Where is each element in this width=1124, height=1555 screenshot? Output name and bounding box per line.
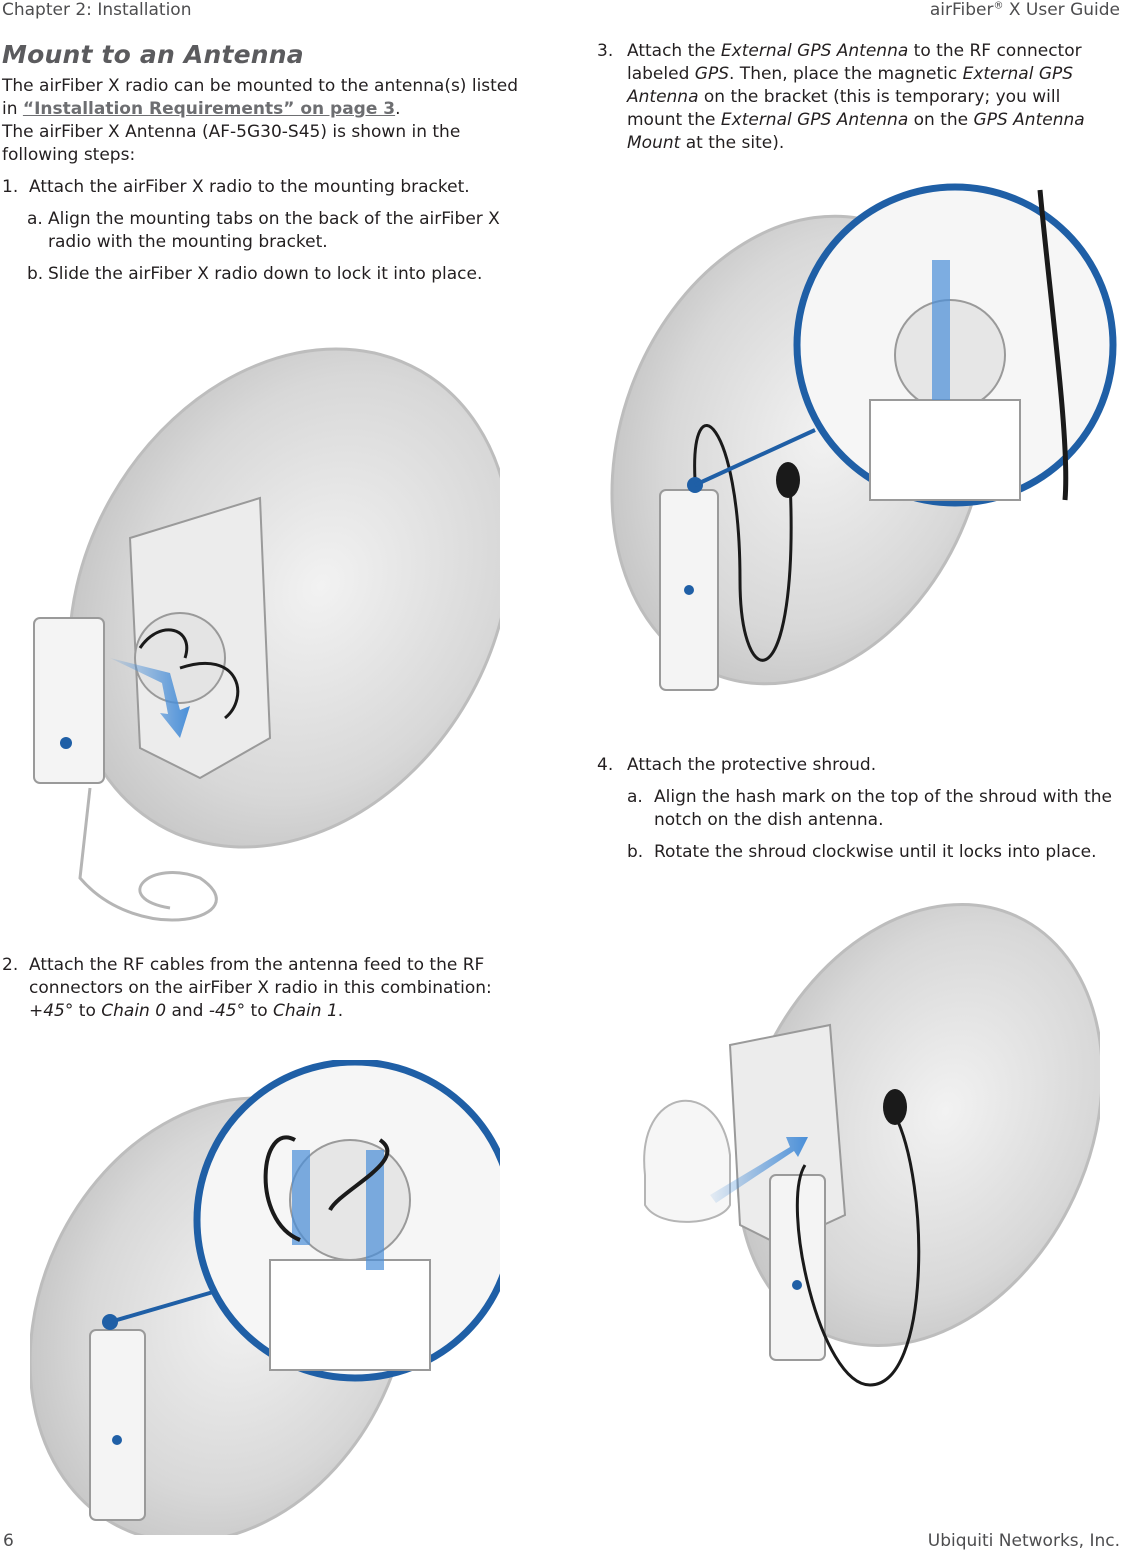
shroud-direction-arrow: [710, 1137, 808, 1203]
step-1: 1.Attach the airFiber X radio to the mou…: [2, 177, 470, 197]
gps-down-arrow: [932, 260, 950, 400]
figure-rf-cables: [30, 1060, 500, 1535]
rf-cables: [263, 1135, 390, 1242]
step-1b: b.Slide the airFiber X radio down to loc…: [27, 264, 483, 284]
ubiquiti-logo-icon: [792, 1280, 802, 1290]
figure-gps-antenna: [610, 183, 1117, 691]
step-2-block: 2.Attach the RF cables from the antenna …: [2, 954, 522, 1023]
callout-line: [694, 428, 816, 487]
airfiber-radio: [769, 1174, 826, 1361]
callout-line: [109, 1288, 221, 1324]
radio-detail: [269, 1259, 431, 1371]
cable-down-arrow: [292, 1150, 310, 1245]
step-1a: a.Align the mounting tabs on the back of…: [27, 209, 500, 252]
company-footer: Ubiquiti Networks, Inc.: [927, 1531, 1120, 1551]
ubiquiti-logo-icon: [684, 585, 694, 595]
external-gps-antenna: [883, 1089, 907, 1125]
gps-cable: [795, 1114, 921, 1387]
figure-mount-radio: [33, 347, 500, 922]
external-gps-antenna: [776, 462, 800, 498]
airfiber-radio: [33, 617, 105, 784]
page-number: 6: [3, 1531, 14, 1551]
figure-protective-shroud: [643, 903, 1100, 1387]
chapter-header: Chapter 2: Installation: [2, 0, 192, 20]
gps-cable-detail: [1037, 189, 1069, 501]
dish-antenna: [736, 903, 1100, 1347]
step-4a: a.Align the hash mark on the top of the …: [627, 787, 1113, 830]
guide-header: airFiber® X User Guide: [929, 0, 1120, 20]
protective-shroud: [643, 1099, 731, 1223]
installation-requirements-link[interactable]: “Installation Requirements” on page 3: [22, 99, 396, 119]
ubiquiti-logo-icon: [112, 1435, 122, 1445]
airfiber-radio: [89, 1329, 146, 1521]
slide-arrow-icon: [110, 658, 190, 738]
right-column: 3.Attach the External GPS Antenna to the…: [597, 40, 1117, 155]
gps-cable: [693, 424, 793, 662]
cable-down-arrow: [366, 1150, 384, 1270]
step-2: 2.Attach the RF cables from the antenna …: [2, 955, 492, 1021]
step-4: 4.Attach the protective shroud.: [597, 755, 877, 775]
antenna-feed: [134, 612, 226, 704]
ubiquiti-logo-icon: [60, 737, 72, 749]
step-4b: b.Rotate the shroud clockwise until it l…: [627, 842, 1097, 862]
left-column: Mount to an Antenna The airFiber X radio…: [2, 40, 522, 286]
step-3: 3.Attach the External GPS Antenna to the…: [597, 41, 1085, 153]
intro-paragraph: The airFiber X radio can be mounted to t…: [2, 76, 519, 165]
rf-cables: [138, 628, 240, 720]
coiled-cable: [78, 787, 218, 922]
radio-detail: [869, 399, 1021, 501]
step-4-block: 4.Attach the protective shroud. a.Align …: [597, 754, 1122, 864]
section-title: Mount to an Antenna: [2, 40, 304, 69]
